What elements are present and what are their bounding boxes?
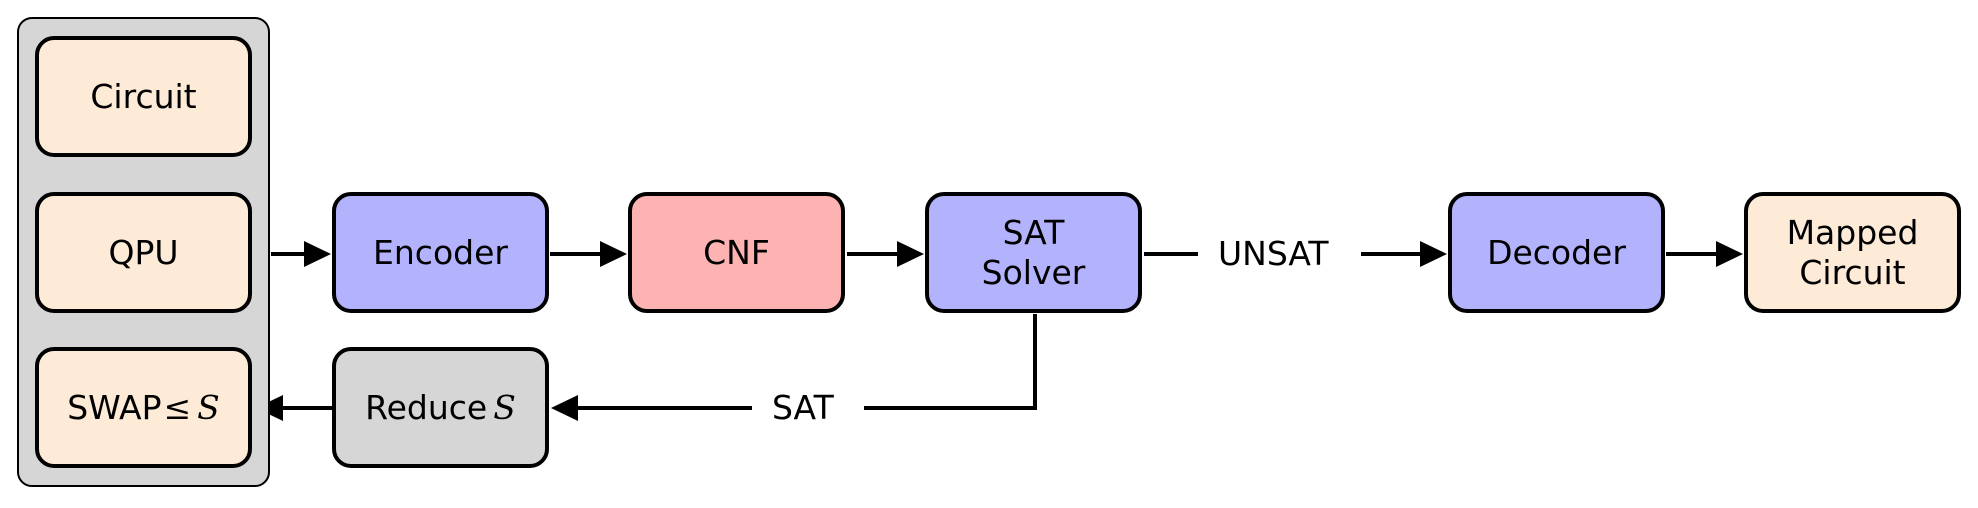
cnf-node: CNF bbox=[628, 192, 845, 313]
mapped-circuit-node: Mapped Circuit bbox=[1744, 192, 1961, 313]
swap-node: SWAP≤S bbox=[35, 347, 252, 468]
mapped-circuit-node-label: Mapped Circuit bbox=[1786, 212, 1919, 292]
swap-symbol: S bbox=[197, 387, 220, 427]
qpu-node: QPU bbox=[35, 192, 252, 313]
arrowhead-cnf bbox=[600, 241, 627, 267]
sat-edge-label: SAT bbox=[762, 388, 844, 428]
arrowhead-sat-solver bbox=[897, 241, 924, 267]
arrowhead-reduce bbox=[551, 395, 578, 421]
sat-solver-node: SAT Solver bbox=[925, 192, 1142, 313]
decoder-node: Decoder bbox=[1448, 192, 1665, 313]
circuit-node: Circuit bbox=[35, 36, 252, 157]
cnf-node-label: CNF bbox=[703, 232, 770, 272]
encoder-node-label: Encoder bbox=[373, 232, 508, 272]
sat-solver-node-label: SAT Solver bbox=[981, 212, 1086, 292]
encoder-node: Encoder bbox=[332, 192, 549, 313]
edge-sat-solver-down bbox=[864, 314, 1037, 410]
decoder-node-label: Decoder bbox=[1487, 232, 1626, 272]
arrowhead-encoder bbox=[304, 241, 331, 267]
arrowhead-mapped-circuit bbox=[1716, 241, 1743, 267]
unsat-edge-label: UNSAT bbox=[1208, 234, 1339, 274]
swap-relation: ≤ bbox=[163, 387, 192, 427]
qpu-node-label: QPU bbox=[108, 232, 179, 272]
reduce-node-label: Reduce bbox=[365, 387, 488, 427]
circuit-node-label: Circuit bbox=[90, 76, 197, 116]
reduce-symbol: S bbox=[493, 387, 516, 427]
arrowhead-decoder bbox=[1420, 241, 1447, 267]
swap-node-label: SWAP bbox=[67, 387, 162, 427]
